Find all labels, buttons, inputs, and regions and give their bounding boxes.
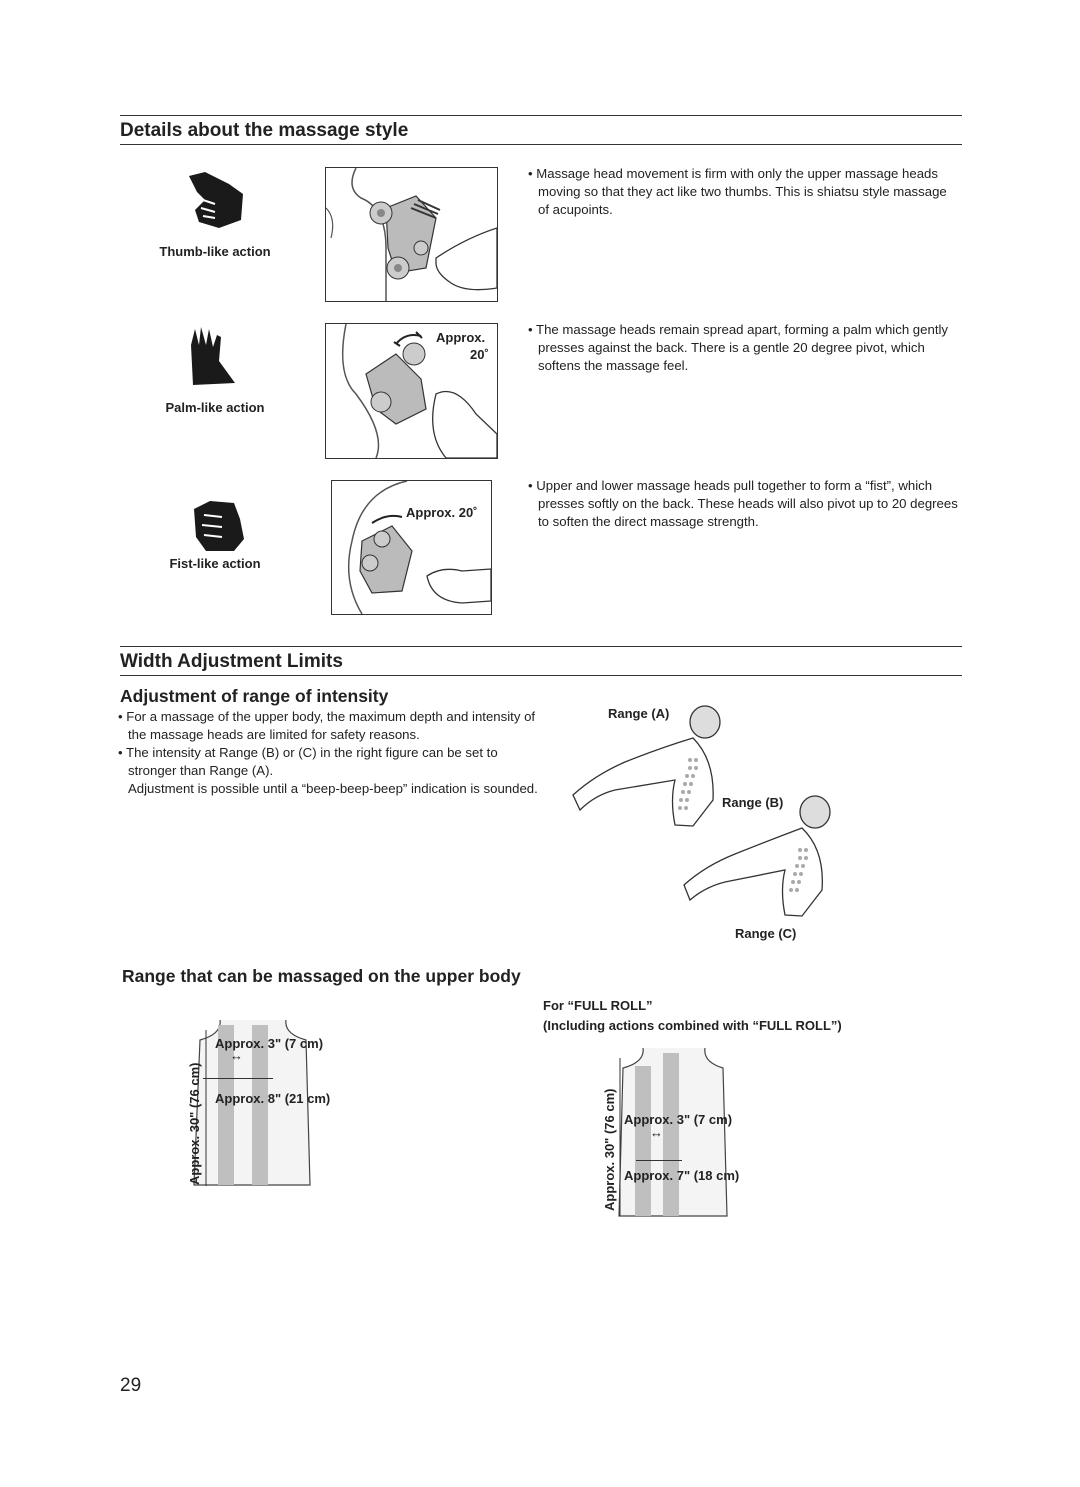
fist-angle-label: Approx. 20˚: [406, 505, 478, 520]
wide-width-arrow-line: [203, 1078, 273, 1079]
narrow-width-arrow-icon: ↔: [230, 1048, 243, 1063]
palm-angle-label-1: Approx.: [436, 330, 486, 345]
fist-action-caption: Fist-like action: [169, 556, 261, 571]
full-roll-heading-2: (Including actions combined with “FULL R…: [543, 1018, 842, 1033]
palm-action-caption: Palm-like action: [165, 400, 265, 415]
intensity-note: Adjustment is possible until a “beep-bee…: [128, 781, 538, 796]
range-a-label: Range (A): [608, 706, 670, 721]
fist-action-illustration: [331, 480, 492, 615]
height-label-standard: Approx. 30" (76 cm): [187, 1062, 202, 1185]
range-a-figure: [565, 700, 745, 835]
wide-width-arrow-line-full-roll: [636, 1160, 682, 1161]
thumb-action-caption: Thumb-like action: [159, 244, 271, 259]
range-b-label: Range (B): [722, 795, 784, 810]
palm-hand-icon: [185, 325, 245, 385]
wide-width-label-full-roll: Approx. 7" (18 cm): [624, 1168, 740, 1183]
intensity-bullet-2: • The intensity at Range (B) or (C) in t…: [118, 745, 498, 778]
subtitle-range-intensity: Adjustment of range of intensity: [120, 686, 389, 706]
wide-width-label-standard: Approx. 8" (21 cm): [215, 1091, 331, 1106]
range-bc-figure: [680, 790, 840, 925]
intensity-bullet-1: • For a massage of the upper body, the m…: [118, 709, 536, 742]
palm-action-description: • The massage heads remain spread apart,…: [528, 322, 949, 373]
palm-action-illustration: [325, 323, 498, 459]
section-title-width-adjustment: Width Adjustment Limits: [120, 646, 962, 676]
narrow-width-label-standard: Approx. 3" (7 cm): [215, 1036, 324, 1051]
height-label-full-roll: Approx. 30" (76 cm): [602, 1088, 617, 1211]
fist-action-description: • Upper and lower massage heads pull tog…: [528, 478, 958, 529]
intensity-description: • For a massage of the upper body, the m…: [118, 708, 538, 798]
section-title-massage-style: Details about the massage style: [120, 115, 962, 145]
subtitle-upper-body-range: Range that can be massaged on the upper …: [122, 966, 521, 986]
fist-hand-icon: [190, 495, 250, 555]
narrow-width-label-full-roll: Approx. 3" (7 cm): [624, 1112, 733, 1127]
range-c-label: Range (C): [735, 926, 797, 941]
thumb-hand-icon: [185, 170, 245, 230]
narrow-width-arrow-icon-full-roll: ↔: [650, 1125, 663, 1140]
upper-body-back-figure-standard: [190, 1019, 320, 1195]
upper-body-back-figure-full-roll: [615, 1047, 735, 1223]
palm-angle-label-2: 20˚: [470, 347, 489, 362]
thumb-action-description: • Massage head movement is firm with onl…: [528, 166, 947, 217]
thumb-action-illustration: [325, 167, 498, 302]
page-number: 29: [120, 1375, 142, 1396]
full-roll-heading-1: For “FULL ROLL”: [543, 998, 653, 1013]
